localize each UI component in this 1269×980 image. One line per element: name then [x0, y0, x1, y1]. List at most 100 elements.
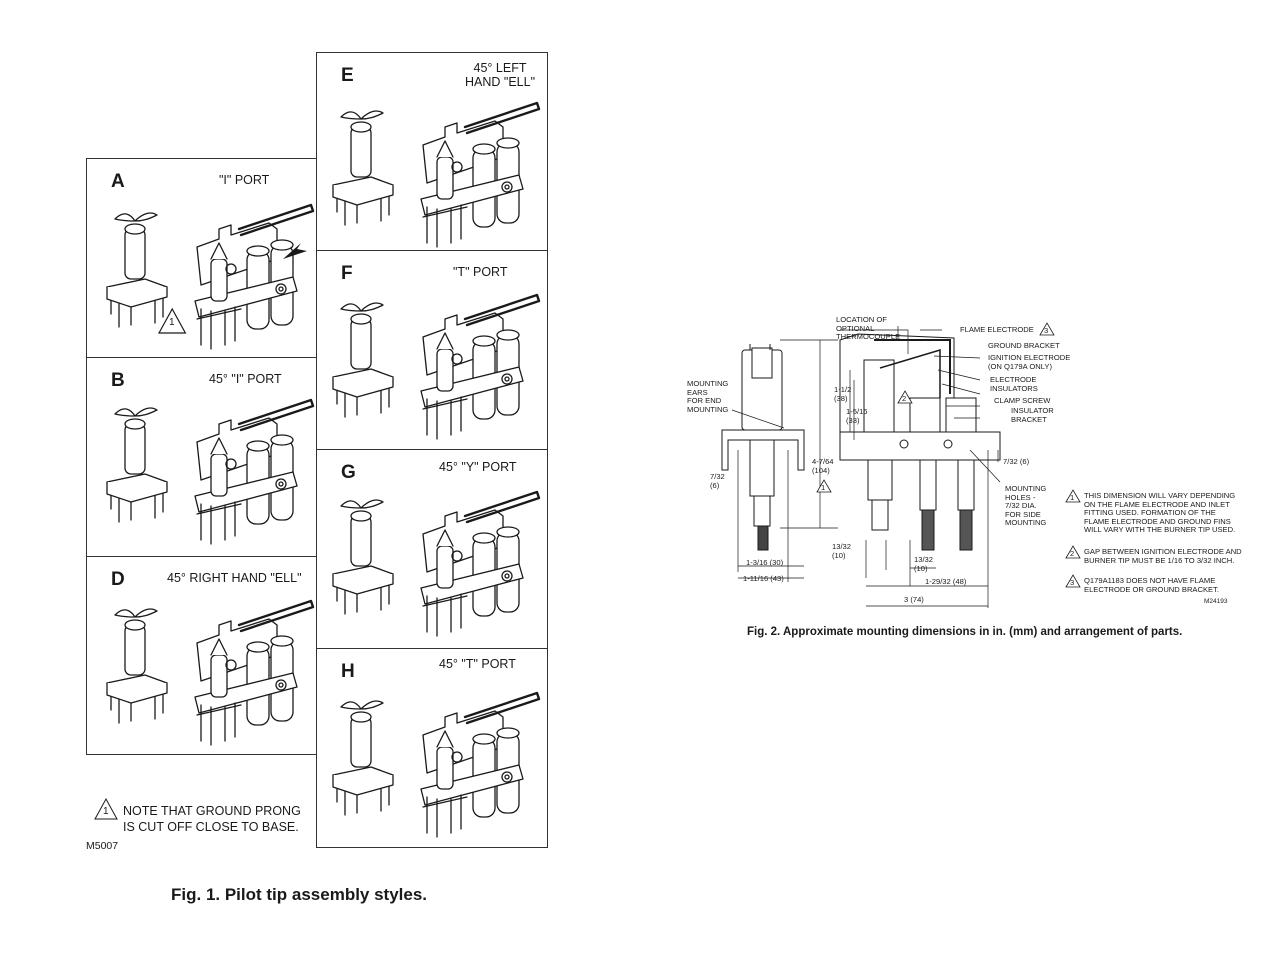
label-ground-bracket: GROUND BRACKET: [988, 341, 1060, 350]
dim-mm: (10): [832, 550, 846, 560]
dim-value: 13/32: [914, 555, 934, 564]
label-clamp-screw: CLAMP SCREW: [994, 396, 1051, 405]
label-line: INSULATOR: [1011, 406, 1054, 415]
note-triangle-icon: [1065, 489, 1081, 503]
note-triangle-icon: [94, 797, 118, 820]
dim-label: 1-1/2 (38): [834, 385, 852, 403]
label-line: THERMOCOUPLE: [836, 332, 901, 342]
note-line: FLAME ELECTRODE AND GROUND FINS: [1084, 516, 1231, 526]
dim-label: 1-11/16 (43): [743, 574, 784, 583]
callout-triangle-icon: [816, 479, 832, 493]
panel-letter: B: [111, 370, 125, 391]
label-line: MOUNTING: [1005, 484, 1047, 493]
label-ignition-electrode: IGNITION ELECTRODE (ON Q179A ONLY): [988, 353, 1071, 371]
panel-g: G 45° "Y" PORT: [316, 449, 548, 649]
note-number: 1: [103, 806, 109, 817]
dim-label: 13/32 (10): [914, 555, 934, 573]
note-triangle-icon: [1065, 574, 1081, 588]
note-line: Q179A1183 DOES NOT HAVE FLAME: [1084, 576, 1216, 585]
dim-mm: (33): [846, 415, 860, 425]
dim-label: 1-5/16 (33): [846, 407, 868, 425]
panel-letter: A: [111, 171, 125, 192]
dim-label: 4-7/64 (104): [812, 457, 834, 475]
dim-value: 1-1/2: [834, 385, 852, 394]
panel-letter: G: [341, 462, 356, 483]
callout-number: 1: [821, 483, 826, 492]
note-number: 3: [1070, 578, 1075, 587]
note-line: ON THE FLAME ELECTRODE AND INLET: [1084, 499, 1230, 509]
label-line: HOLES -: [1005, 492, 1036, 502]
label-line: ELECTRODE: [990, 375, 1037, 384]
fig2-note-3: Q179A1183 DOES NOT HAVE FLAME ELECTRODE …: [1084, 576, 1219, 594]
panel-letter: D: [111, 569, 125, 590]
label-electrode-insulators: ELECTRODE INSULATORS: [990, 375, 1038, 393]
note-line1: NOTE THAT GROUND PRONG: [123, 804, 301, 818]
dim-label: 7/32 (6): [1003, 457, 1030, 466]
panel-d: D 45° RIGHT HAND "ELL": [86, 556, 317, 755]
fig2-caption: Fig. 2. Approximate mounting dimensions …: [747, 626, 1183, 638]
panel-h: H 45° "T" PORT: [316, 648, 548, 848]
pilot-assembly-drawing: [331, 691, 541, 839]
label-line: MOUNTING: [687, 404, 729, 414]
dim-label: 1-3/16 (30): [746, 558, 784, 567]
label-mounting-ears: MOUNTING EARS FOR END MOUNTING: [687, 379, 729, 414]
note-number: 2: [1070, 549, 1075, 558]
note-line: BURNER TIP MUST BE 1/16 TO 3/32 INCH.: [1084, 555, 1235, 565]
dim-value: 7/32: [710, 472, 725, 481]
dim-label: 7/32 (6): [710, 472, 725, 490]
label-line: IGNITION ELECTRODE: [988, 353, 1071, 362]
panel-title: "I" PORT: [219, 173, 270, 187]
label-insulator-bracket: INSULATOR BRACKET: [1011, 406, 1054, 424]
callout-triangle-icon: [1039, 322, 1055, 336]
label-line: FOR END: [687, 396, 722, 406]
note-line: THIS DIMENSION WILL VARY DEPENDING: [1084, 491, 1236, 500]
note-number: 1: [1070, 493, 1075, 502]
fig2-note-2: GAP BETWEEN IGNITION ELECTRODE AND BURNE…: [1084, 547, 1242, 565]
fig2-note-1: THIS DIMENSION WILL VARY DEPENDING ON TH…: [1084, 491, 1236, 535]
label-line: FOR SIDE: [1005, 509, 1041, 519]
panel-title-line1: 45° LEFT: [473, 61, 527, 75]
pilot-assembly-drawing: [331, 101, 541, 249]
dim-value: 13/32: [832, 542, 852, 551]
fig1-caption: Fig. 1. Pilot tip assembly styles.: [171, 885, 428, 904]
panel-letter: F: [341, 263, 353, 284]
callout-number: 3: [1044, 326, 1049, 335]
panel-a: A "I" PORT 1: [86, 158, 317, 358]
callout-number: 2: [902, 394, 907, 403]
panel-title: 45° LEFT HAND "ELL": [465, 61, 535, 89]
label-line: BRACKET: [1011, 414, 1047, 424]
note-line: WILL VARY WITH THE BURNER TIP USED.: [1084, 525, 1236, 535]
pilot-assembly-drawing: [105, 398, 315, 546]
label-location: LOCATION OF OPTIONAL THERMOCOUPLE: [836, 315, 901, 342]
dim-mm: (104): [812, 465, 830, 475]
panel-letter: E: [341, 65, 354, 86]
label-line: OPTIONAL: [836, 323, 875, 333]
note-line: FITTING USED. FORMATION OF THE: [1084, 508, 1216, 518]
label-flame-electrode: FLAME ELECTRODE: [960, 325, 1034, 334]
dim-mm: (38): [834, 393, 848, 403]
note-line2: IS CUT OFF CLOSE TO BASE.: [123, 820, 299, 834]
label-line: 7/32 DIA.: [1005, 501, 1037, 511]
pilot-assembly-drawing: [105, 203, 315, 351]
label-line: EARS: [687, 387, 708, 397]
label-line: (ON Q179A ONLY): [988, 361, 1053, 371]
note-line: GAP BETWEEN IGNITION ELECTRODE AND: [1084, 547, 1242, 556]
label-line: MOUNTING: [687, 379, 729, 388]
dim-label: 13/32 (10): [832, 542, 852, 560]
label-line: LOCATION OF: [836, 315, 887, 324]
fig1-drawing-id: M5007: [86, 840, 119, 852]
mounting-diagram: [721, 326, 1001, 608]
dim-mm: (6): [710, 480, 720, 490]
panel-title: 45° RIGHT HAND "ELL": [167, 571, 302, 585]
pilot-assembly-drawing: [331, 293, 541, 441]
fig2-drawing-id: M24193: [1204, 598, 1228, 605]
dim-mm: (10): [914, 563, 928, 573]
dim-value: 1-5/16: [846, 407, 868, 416]
pilot-assembly-drawing: [105, 599, 315, 747]
dim-label: 1-29/32 (48): [925, 577, 967, 586]
pilot-assembly-drawing: [331, 490, 541, 638]
panel-b: B 45° "I" PORT: [86, 357, 317, 557]
panel-title: 45° "I" PORT: [209, 372, 282, 386]
label-line: MOUNTING: [1005, 518, 1047, 528]
panel-title: "T" PORT: [453, 265, 508, 279]
